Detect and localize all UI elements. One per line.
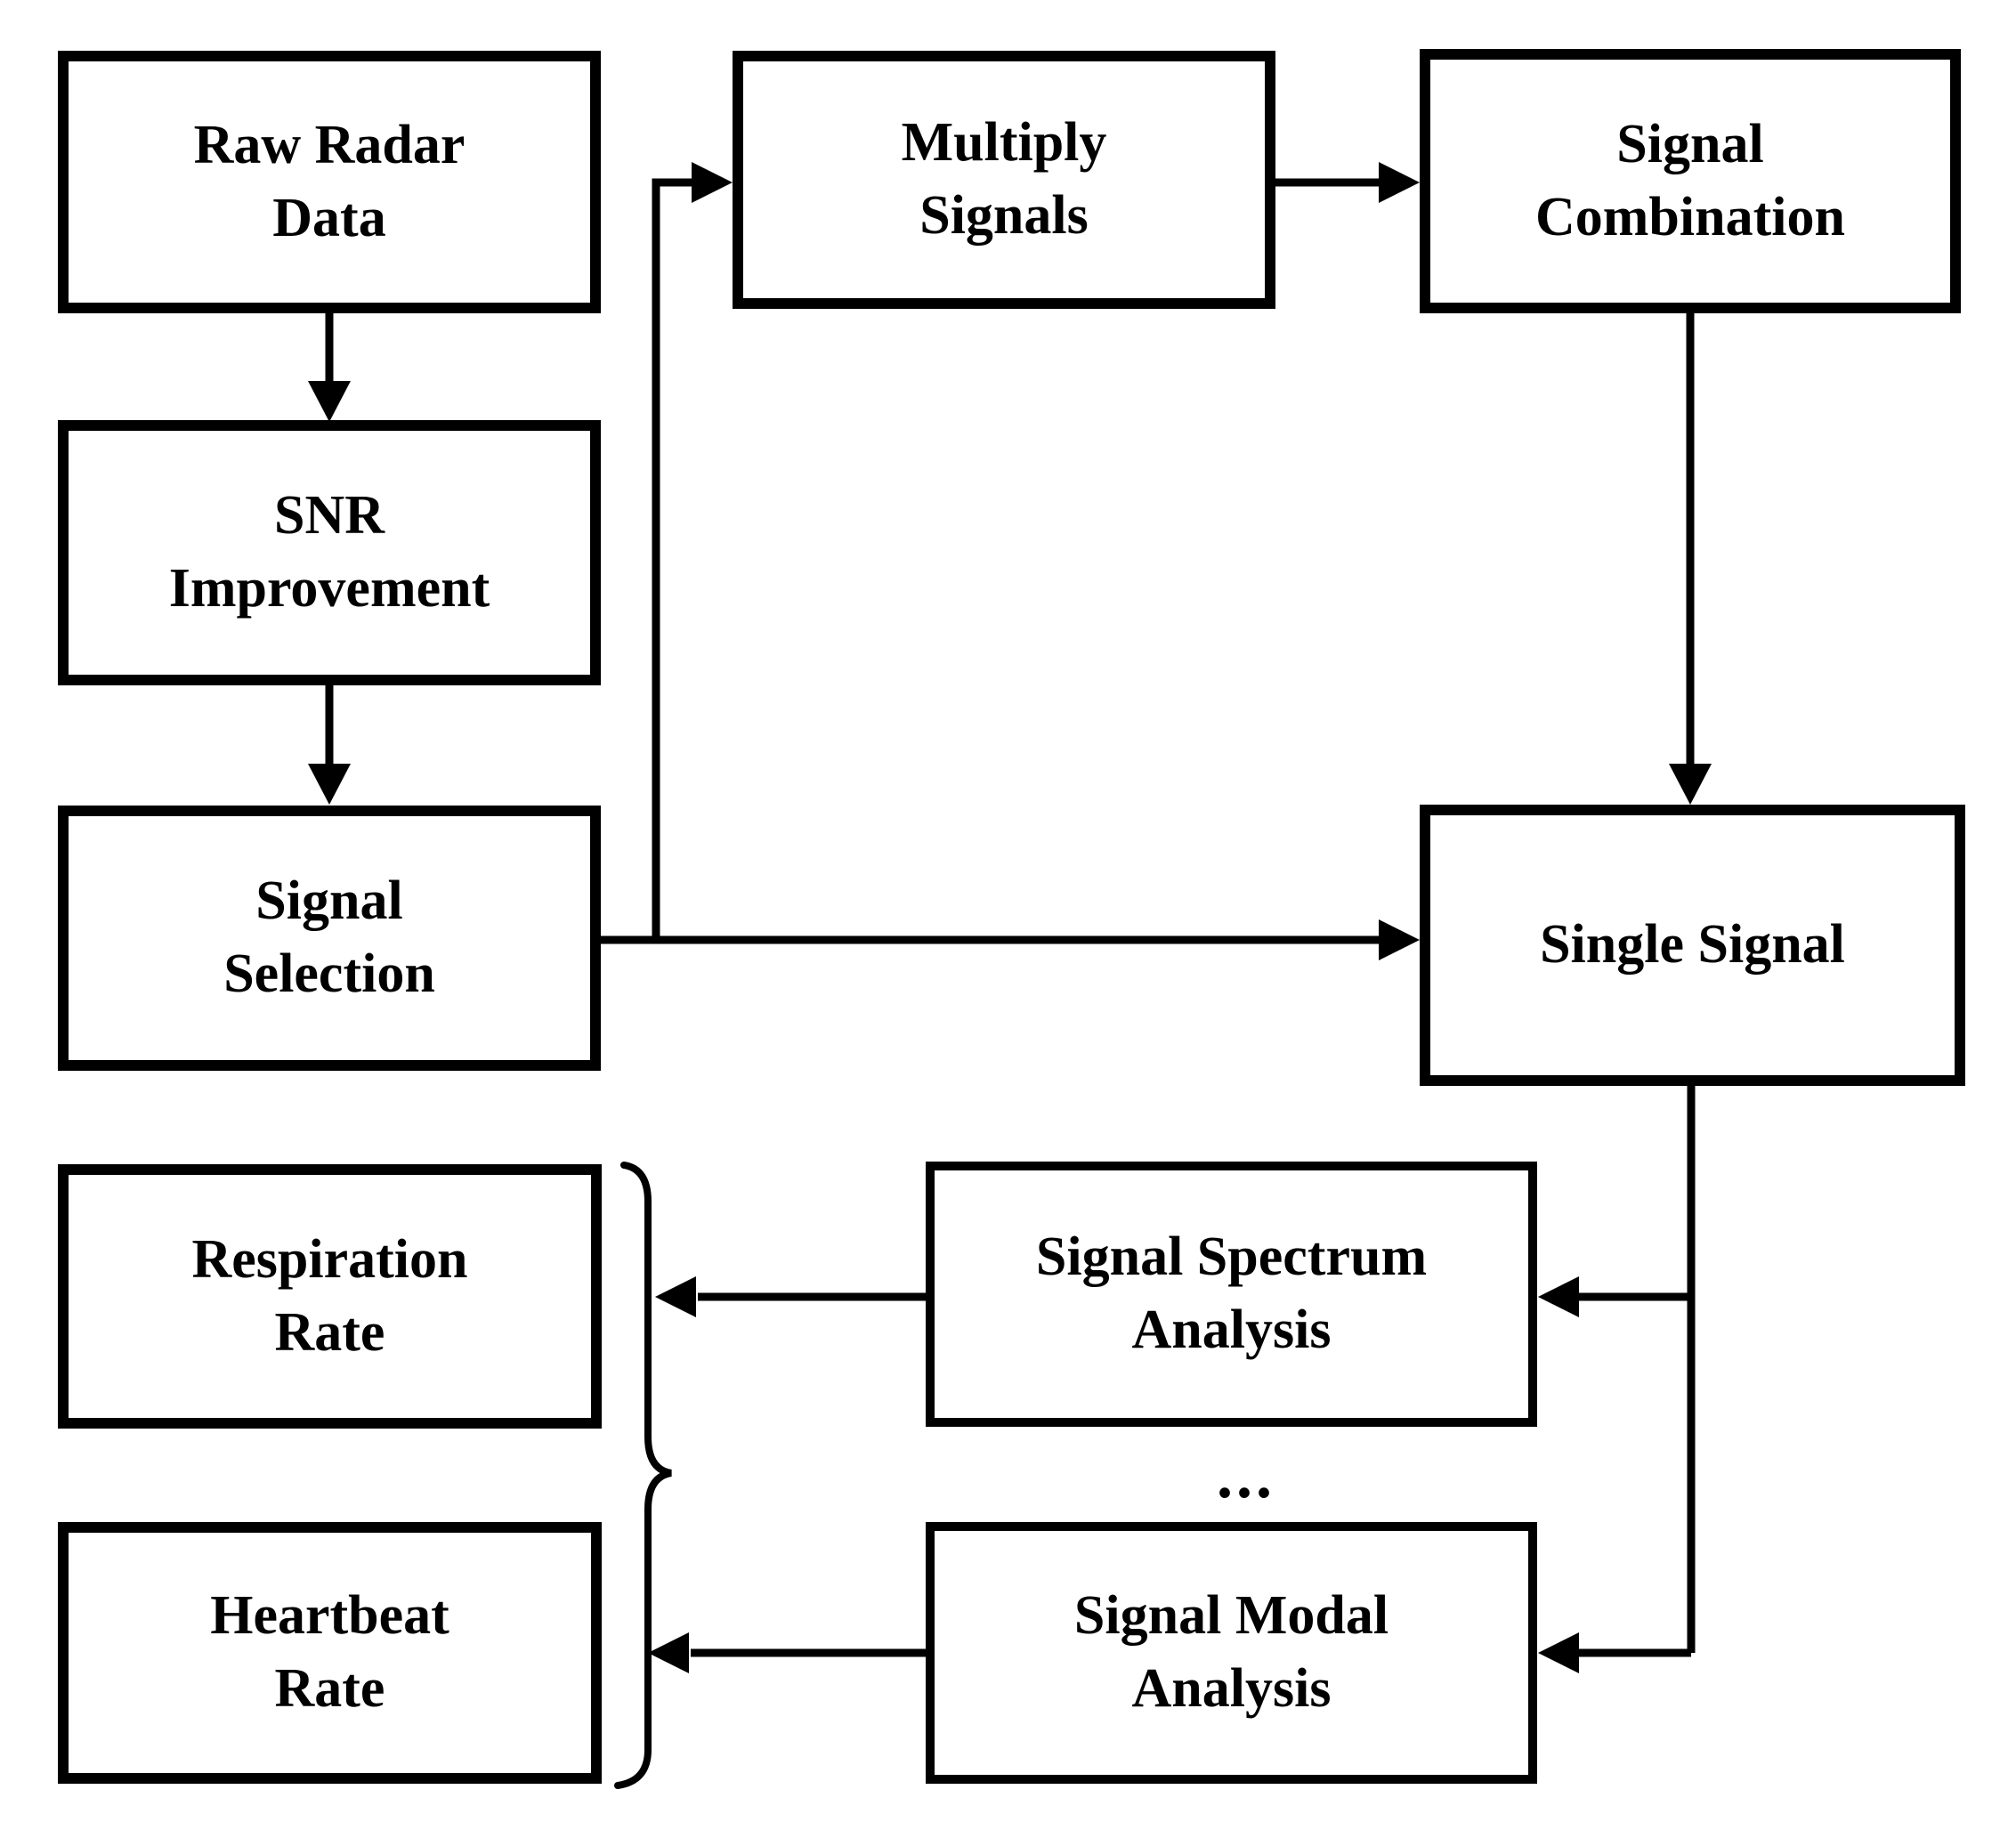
arrowhead-left-icon: [1538, 1276, 1579, 1317]
arrow-combination-to-single-signal: [1669, 313, 1712, 805]
arrow-selection-to-single-signal: [601, 919, 1420, 960]
arrow-single-to-spectrum-analysis: [1538, 1276, 1691, 1317]
arrow-modal-to-heartbeat: [648, 1632, 926, 1673]
node-single-signal: Single Signal: [1420, 805, 1965, 1086]
arrowhead-right-icon: [1379, 919, 1420, 960]
node-respiration-rate: Respiration Rate: [58, 1164, 602, 1429]
arrow-raw-radar-to-snr: [308, 313, 351, 422]
group-brace: [614, 1162, 672, 1789]
ellipsis-more-analyses: ...: [1217, 1439, 1275, 1511]
arrow-multiply-to-combination: [1275, 162, 1420, 203]
arrowhead-left-icon: [655, 1276, 696, 1317]
arrow-single-to-modal-analysis: [1538, 1632, 1691, 1673]
node-multiply-signals: Multiply Signals: [733, 51, 1275, 309]
arrowhead-right-icon: [692, 162, 733, 203]
arrow-spectrum-to-respiration: [655, 1276, 926, 1317]
node-snr-improvement: SNR Improvement: [58, 420, 601, 685]
arrowhead-left-icon: [1538, 1632, 1579, 1673]
node-heartbeat-rate: Heartbeat Rate: [58, 1522, 602, 1784]
arrowhead-down-icon: [308, 764, 351, 805]
node-raw-radar-data: Raw Radar Data: [58, 51, 601, 313]
arrow-selection-to-multiply-signals: [652, 162, 733, 940]
arrow-snr-to-selection: [308, 685, 351, 805]
node-signal-spectrum-analysis: Signal Spectrum Analysis: [926, 1162, 1537, 1427]
node-signal-combination: Signal Combination: [1420, 49, 1961, 313]
arrowhead-left-icon: [648, 1632, 689, 1673]
arrowhead-right-icon: [1379, 162, 1420, 203]
arrowhead-down-icon: [308, 381, 351, 422]
arrowhead-down-icon: [1669, 764, 1712, 805]
node-signal-selection: Signal Selection: [58, 806, 601, 1071]
node-signal-modal-analysis: Signal Modal Analysis: [926, 1522, 1537, 1784]
